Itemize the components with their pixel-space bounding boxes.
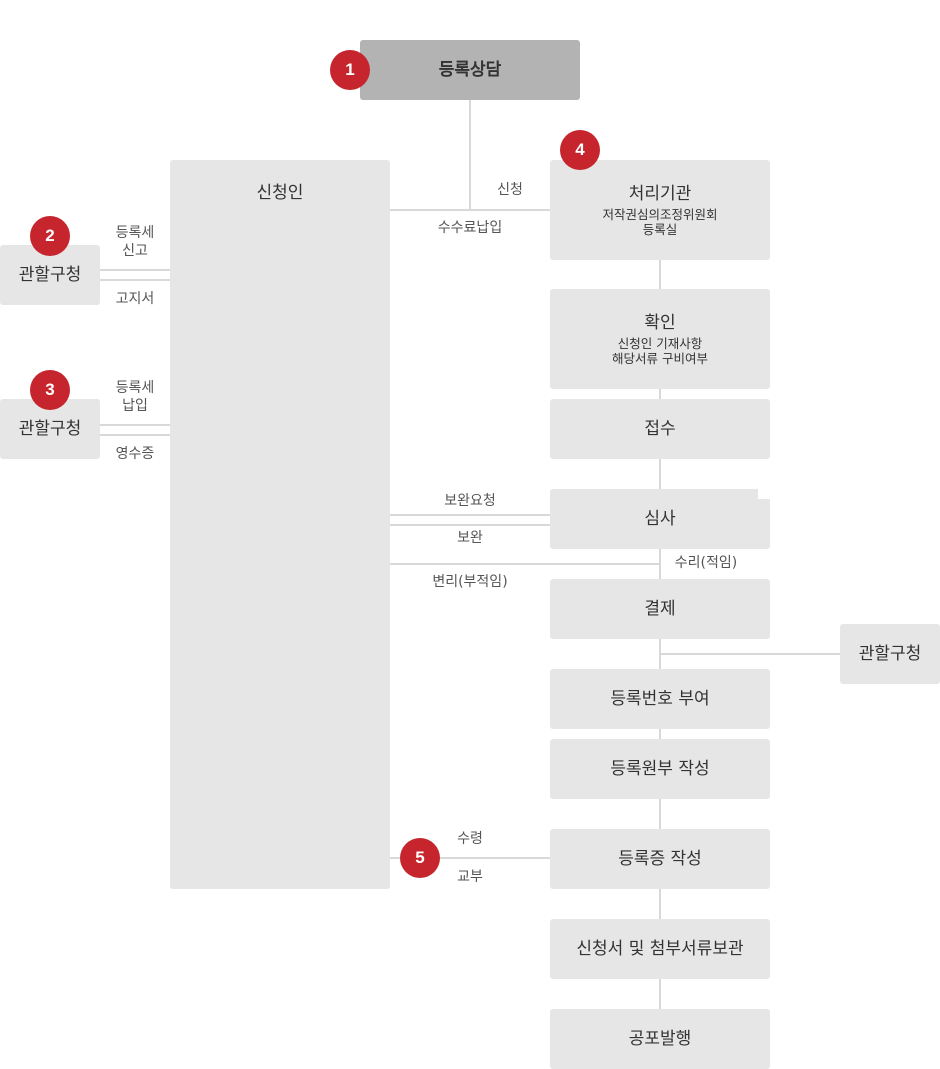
step-confirm-line2: 해당서류 구비여부 xyxy=(612,351,708,366)
step-archive: 신청서 및 첨부서류보관 xyxy=(550,919,770,979)
district-office-label-2: 관할구청 xyxy=(18,419,82,439)
line-tax-pay-2 xyxy=(100,434,170,436)
badge-step-2: 2 xyxy=(30,216,70,256)
district-office-payment: 관할구청 xyxy=(840,624,940,684)
district-office-label-1: 관할구청 xyxy=(18,265,82,285)
step-assign-number: 등록번호 부여 xyxy=(550,669,770,729)
step-consult: 등록상담 xyxy=(360,40,580,100)
step-register-book-label: 등록원부 작성 xyxy=(610,759,710,779)
step-confirm-line1: 신청인 기재사항 xyxy=(617,336,703,351)
step-publish-label: 공포발행 xyxy=(628,1029,692,1049)
line-apply xyxy=(390,209,550,211)
badge-step-4: 4 xyxy=(560,130,600,170)
step-review: 심사 xyxy=(550,489,770,549)
label-fee-payment: 수수료납입 xyxy=(437,220,503,236)
label-apply: 신청 xyxy=(497,182,523,198)
line-rejection xyxy=(390,563,660,565)
step-agency-line1: 저작권심의조정위원회 xyxy=(602,207,718,222)
step-applicant: 신청인 xyxy=(170,160,390,889)
step-archive-label: 신청서 및 첨부서류보관 xyxy=(576,939,744,959)
label-accept: 수리(적임) xyxy=(674,555,738,571)
label-supplement-request: 보완요청 xyxy=(444,493,496,509)
step-confirm: 확인 신청인 기재사항 해당서류 구비여부 xyxy=(550,289,770,389)
label-rejection: 변리(부적임) xyxy=(432,574,508,590)
line-tax-pay-1 xyxy=(100,424,170,426)
step-agency: 처리기관 저작권심의조정위원회 등록실 xyxy=(550,160,770,260)
line-certificate xyxy=(390,857,550,859)
step-certificate: 등록증 작성 xyxy=(550,829,770,889)
step-register-book: 등록원부 작성 xyxy=(550,739,770,799)
step-certificate-label: 등록증 작성 xyxy=(618,849,702,869)
step-review-label: 심사 xyxy=(644,509,676,529)
line-consult-down xyxy=(469,100,471,210)
step-consult-label: 등록상담 xyxy=(438,60,502,80)
step-agency-title: 처리기관 xyxy=(628,184,692,204)
line-supplement-1 xyxy=(390,514,550,516)
step-applicant-label: 신청인 xyxy=(256,183,304,203)
label-receive: 수령 xyxy=(457,831,483,847)
line-tax-report-1 xyxy=(100,269,170,271)
step-payment-label: 결제 xyxy=(644,599,676,619)
step-payment: 결제 xyxy=(550,579,770,639)
line-supplement-2 xyxy=(390,524,550,526)
badge-step-5: 5 xyxy=(400,838,440,878)
step-confirm-title: 확인 xyxy=(644,313,676,333)
label-tax-pay: 등록세 납입 xyxy=(115,380,155,414)
badge-step-3: 3 xyxy=(30,370,70,410)
label-receipt-slip: 영수증 xyxy=(115,446,155,462)
step-receipt: 접수 xyxy=(550,399,770,459)
label-tax-report: 등록세 신고 xyxy=(115,225,155,259)
district-office-label-3: 관할구청 xyxy=(858,644,922,664)
review-corner-notch xyxy=(758,489,770,499)
line-tax-report-2 xyxy=(100,279,170,281)
line-payment-office xyxy=(660,653,840,655)
step-assign-number-label: 등록번호 부여 xyxy=(610,689,710,709)
step-publish: 공포발행 xyxy=(550,1009,770,1069)
badge-step-1: 1 xyxy=(330,50,370,90)
label-deliver: 교부 xyxy=(457,869,483,885)
step-agency-line2: 등록실 xyxy=(642,222,678,237)
label-notice: 고지서 xyxy=(115,291,155,307)
step-receipt-label: 접수 xyxy=(644,419,676,439)
label-supplement: 보완 xyxy=(457,530,483,546)
